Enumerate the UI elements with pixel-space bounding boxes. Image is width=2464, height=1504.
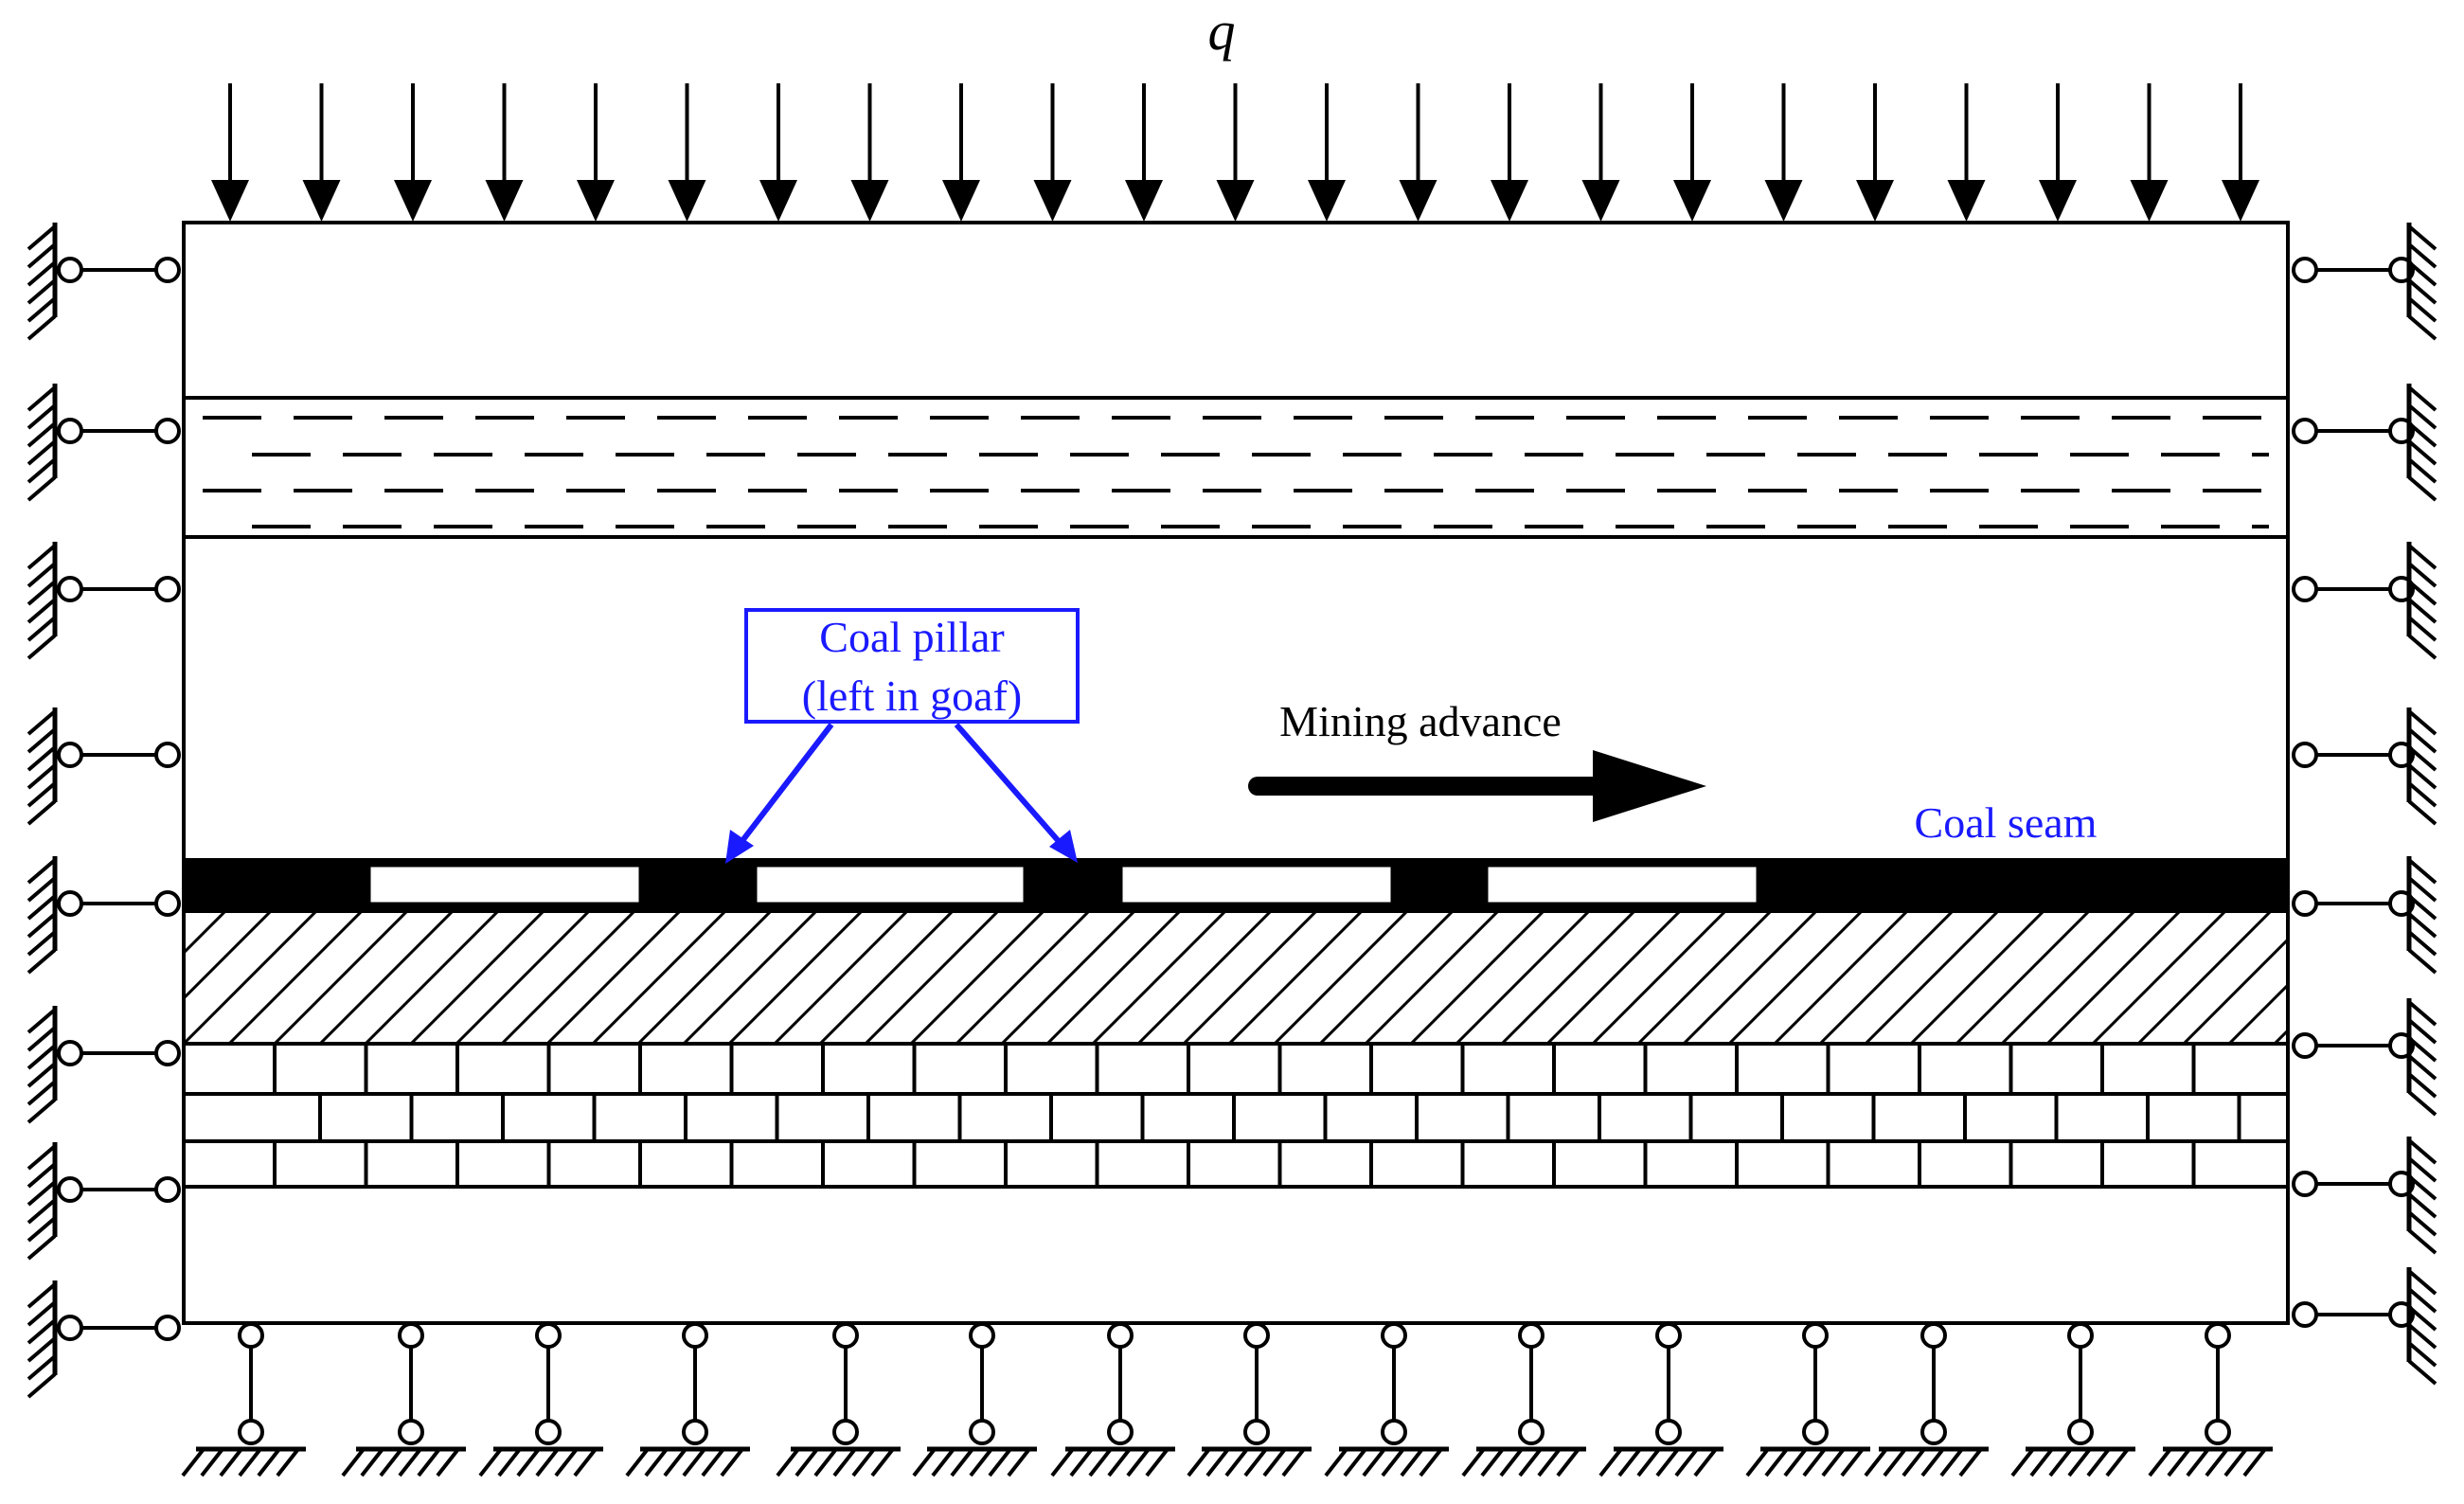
pinned-support-icon bbox=[1461, 1322, 1586, 1477]
layer-boundaries bbox=[184, 396, 2288, 1189]
down-arrow-icon bbox=[485, 83, 524, 222]
roller-support-icon bbox=[2292, 542, 2437, 660]
pinned-support-icon bbox=[2148, 1322, 2273, 1477]
limestone-brick-layer bbox=[273, 1044, 2241, 1187]
roller-support-icon bbox=[27, 542, 181, 660]
roller-support-icon bbox=[2292, 707, 2437, 826]
model-boundary bbox=[182, 221, 2290, 1325]
goaf-section bbox=[1485, 864, 1759, 905]
pinned-support-icon bbox=[478, 1322, 603, 1477]
down-arrow-icon bbox=[1856, 83, 1894, 222]
mining-advance-label: Mining advance bbox=[1279, 697, 1562, 745]
roller-support-icon bbox=[27, 223, 181, 341]
load-label: q bbox=[1208, 0, 1236, 62]
pinned-support-icon bbox=[1598, 1322, 1723, 1477]
down-arrow-icon bbox=[394, 83, 432, 222]
pinned-support-icon bbox=[1864, 1322, 1989, 1477]
down-arrow-icon bbox=[1491, 83, 1528, 222]
roller-support-icon bbox=[2292, 384, 2437, 502]
callout-box bbox=[744, 608, 1080, 724]
down-arrow-icon bbox=[577, 83, 615, 222]
down-arrow-icon bbox=[850, 83, 889, 222]
down-arrow-icon bbox=[2039, 83, 2077, 222]
down-arrow-icon bbox=[302, 83, 341, 222]
down-arrow-icon bbox=[759, 83, 797, 222]
coal-pillar-label-line2: (left in goaf) bbox=[802, 671, 1022, 720]
pinned-support-icon bbox=[341, 1322, 466, 1477]
goaf-section bbox=[367, 864, 642, 905]
roller-support-icon bbox=[2292, 1267, 2437, 1386]
down-arrow-icon bbox=[1125, 83, 1163, 222]
roller-support-icon bbox=[27, 1142, 181, 1261]
left-roller-supports bbox=[27, 223, 181, 1399]
roller-support-icon bbox=[2292, 223, 2437, 341]
coal-pillar-callout bbox=[725, 608, 1080, 864]
pinned-support-icon bbox=[1050, 1322, 1175, 1477]
down-arrow-icon bbox=[1673, 83, 1711, 222]
roller-support-icon bbox=[27, 1006, 181, 1124]
down-arrow-icon bbox=[1216, 83, 1255, 222]
roller-support-icon bbox=[27, 707, 181, 826]
down-arrow-icon bbox=[1033, 83, 1072, 222]
rock-strata bbox=[182, 221, 2290, 1325]
down-arrow-icon bbox=[211, 83, 249, 222]
callout-arrow-left bbox=[729, 723, 834, 856]
hatched-floor-layer bbox=[184, 911, 2288, 1044]
down-arrow-icon bbox=[1764, 83, 1803, 222]
roller-support-icon bbox=[27, 856, 181, 975]
down-arrow-icon bbox=[2130, 83, 2169, 222]
pinned-support-icon bbox=[776, 1322, 901, 1477]
distributed-load-arrows bbox=[211, 83, 2259, 222]
down-arrow-icon bbox=[668, 83, 706, 222]
roller-support-icon bbox=[2292, 998, 2437, 1117]
pinned-support-icon bbox=[2010, 1322, 2135, 1477]
roller-support-icon bbox=[2292, 856, 2437, 975]
goaf-section bbox=[754, 864, 1027, 905]
down-arrow-icon bbox=[2222, 83, 2259, 222]
callout-arrow-right bbox=[954, 723, 1073, 856]
bottom-pinned-supports bbox=[181, 1322, 2273, 1477]
roller-support-icon bbox=[2292, 1137, 2437, 1255]
pinned-support-icon bbox=[625, 1322, 750, 1477]
goaf-section bbox=[1119, 864, 1394, 905]
down-arrow-icon bbox=[1399, 83, 1437, 222]
right-roller-supports bbox=[2292, 223, 2437, 1386]
down-arrow-icon bbox=[942, 83, 980, 222]
pinned-support-icon bbox=[181, 1322, 306, 1477]
pinned-support-icon bbox=[1745, 1322, 1870, 1477]
coal-seam-layer bbox=[184, 858, 2288, 911]
roller-support-icon bbox=[27, 384, 181, 502]
pinned-support-icon bbox=[912, 1322, 1037, 1477]
down-arrow-icon bbox=[1947, 83, 1986, 222]
pinned-support-icon bbox=[1324, 1322, 1449, 1477]
coal-seam-label: Coal seam bbox=[1915, 798, 2098, 847]
roller-support-icon bbox=[27, 1280, 181, 1399]
down-arrow-icon bbox=[1308, 83, 1346, 222]
coal-pillar-label-line1: Coal pillar bbox=[819, 613, 1004, 661]
mining-advance-arrow bbox=[1248, 750, 1706, 822]
down-arrow-icon bbox=[1581, 83, 1620, 222]
dashed-mudstone-layer bbox=[203, 416, 2269, 528]
pinned-support-icon bbox=[1187, 1322, 1312, 1477]
